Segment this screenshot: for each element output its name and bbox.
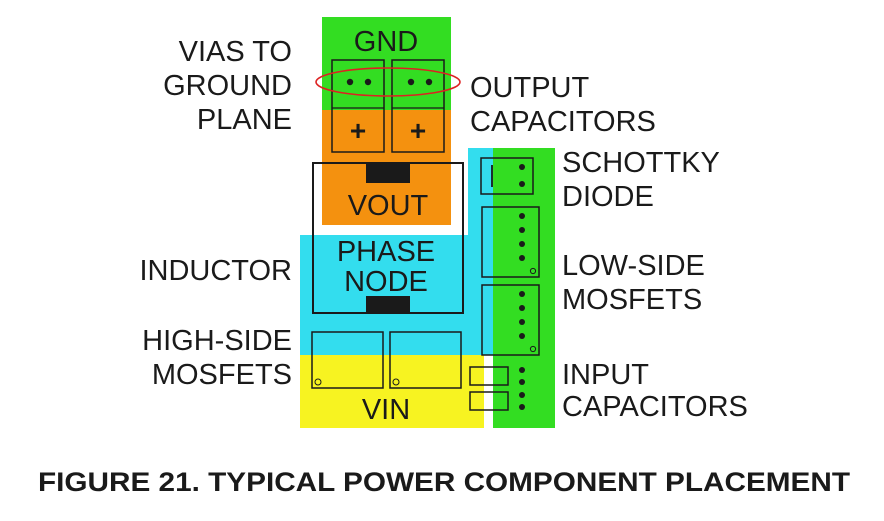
schottky-diode bbox=[480, 157, 534, 195]
lowside-label-line1: LOW-SIDE bbox=[562, 250, 705, 282]
via-highlight-ellipse bbox=[315, 67, 461, 97]
via-dot bbox=[425, 78, 433, 86]
phase-region-main bbox=[300, 235, 470, 355]
gnd-strip bbox=[493, 148, 555, 428]
via-dot bbox=[519, 181, 525, 187]
figure-caption: FIGURE 21. TYPICAL POWER COMPONENT PLACE… bbox=[38, 467, 851, 497]
polarity-plus: + bbox=[350, 115, 366, 146]
highside-label-line1: HIGH-SIDE bbox=[142, 325, 292, 357]
output-label-line1: OUTPUT bbox=[470, 72, 590, 104]
high-side-mosfet-left bbox=[311, 331, 384, 389]
high-side-mosfet-right bbox=[389, 331, 462, 389]
phase-label-line1: PHASE bbox=[337, 236, 435, 268]
vias-label-line3: PLANE bbox=[197, 104, 292, 136]
via-dot bbox=[519, 392, 525, 398]
vias-label-line2: GROUND bbox=[163, 70, 292, 102]
highside-label-line2: MOSFETS bbox=[152, 359, 292, 391]
output-capacitor-right: + bbox=[391, 59, 445, 153]
input-label-line2: CAPACITORS bbox=[562, 391, 748, 423]
schottky-label-line2: DIODE bbox=[562, 181, 654, 213]
via-dot bbox=[519, 379, 525, 385]
vias-label-line1: VIAS TO bbox=[179, 36, 292, 68]
vout-label: VOUT bbox=[348, 190, 429, 222]
low-side-mosfet-top bbox=[481, 206, 540, 278]
vin-region bbox=[300, 355, 484, 428]
input-capacitor-top bbox=[469, 366, 509, 386]
gnd-label: GND bbox=[354, 26, 418, 58]
input-capacitor-bottom bbox=[469, 391, 509, 411]
vin-label: VIN bbox=[362, 394, 410, 426]
schottky-label-line1: SCHOTTKY bbox=[562, 147, 720, 179]
via-dot bbox=[519, 367, 525, 373]
via-dot bbox=[346, 78, 354, 86]
lowside-label-line2: MOSFETS bbox=[562, 284, 702, 316]
inductor-pad-top bbox=[366, 163, 410, 183]
via-dot bbox=[519, 404, 525, 410]
via-dot bbox=[407, 78, 415, 86]
low-side-mosfet-bottom bbox=[481, 284, 540, 356]
gnd-region bbox=[322, 17, 451, 110]
output-label-line2: CAPACITORS bbox=[470, 106, 656, 138]
via-dot bbox=[364, 78, 372, 86]
inductor-pad-bottom bbox=[366, 296, 410, 314]
phase-label-line2: NODE bbox=[344, 266, 428, 298]
polarity-plus: + bbox=[410, 115, 426, 146]
input-label-line1: INPUT bbox=[562, 359, 649, 391]
inductor-label: INDUCTOR bbox=[139, 255, 292, 287]
via-dot bbox=[519, 164, 525, 170]
output-capacitor-left: + bbox=[331, 59, 385, 153]
inductor bbox=[312, 162, 464, 314]
